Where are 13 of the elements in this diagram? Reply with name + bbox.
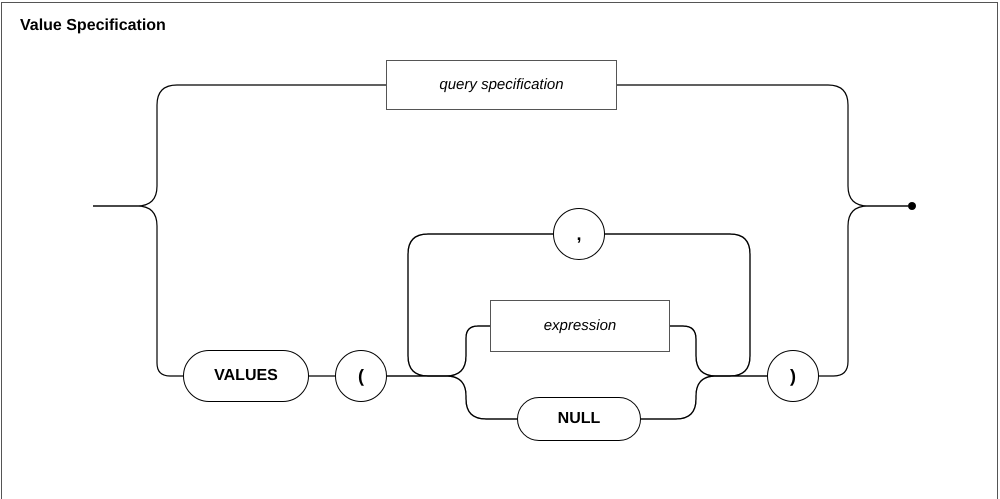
railroad-line bbox=[605, 233, 751, 420]
railroad-line bbox=[819, 205, 908, 377]
nonterminal-box: expression bbox=[490, 300, 670, 352]
diagram-title: Value Specification bbox=[20, 16, 166, 36]
railroad-line bbox=[407, 233, 553, 420]
symbol-terminal: ) bbox=[767, 350, 819, 402]
symbol-terminal: , bbox=[553, 208, 605, 260]
symbol-terminal: ( bbox=[335, 350, 387, 402]
railroad-line bbox=[93, 205, 183, 377]
keyword-terminal: VALUES bbox=[183, 350, 309, 402]
nonterminal-box: query specification bbox=[386, 60, 617, 110]
railroad-line bbox=[309, 375, 335, 377]
keyword-terminal: NULL bbox=[517, 397, 641, 441]
